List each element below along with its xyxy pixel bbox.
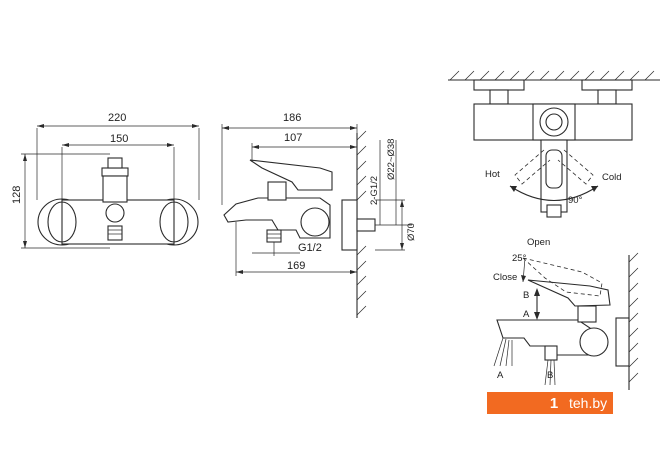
label-b-lower: B [547, 370, 553, 381]
front-view: 220 150 128 [11, 112, 200, 249]
label-cold: Cold [602, 172, 622, 183]
dim-front-width-centers: 150 [110, 133, 128, 145]
top-view: Hot Cold 90° [448, 70, 660, 218]
brand-logo: 1 teh.by [487, 392, 637, 414]
dim-side-pipe-diameter: Ø22~Ø38 [386, 139, 397, 180]
label-open: Open [527, 237, 550, 248]
side-view: 186 107 [221, 112, 417, 318]
label-b-upper: B [523, 290, 529, 301]
dim-side-inlet-thread: 2-G1/2 [369, 176, 380, 205]
label-a-lower: A [497, 370, 504, 381]
operation-view: Open 25° Close B A A B [493, 237, 639, 390]
label-top-angle: 90° [568, 195, 583, 206]
label-hot: Hot [485, 169, 500, 180]
label-a-spout: A [523, 309, 530, 320]
brand-mark-icon: 1 [541, 392, 567, 414]
label-angle: 25° [512, 253, 527, 264]
label-close: Close [493, 272, 517, 283]
dim-front-height: 128 [11, 186, 23, 204]
brand-domain: teh.by [567, 392, 614, 414]
dim-side-flange-diameter: Ø70 [406, 223, 417, 241]
dim-side-depth-lever: 107 [284, 132, 302, 144]
dim-side-outlet-thread: G1/2 [298, 242, 322, 254]
brand-bar [487, 392, 541, 414]
dim-side-depth-overall: 186 [283, 112, 301, 124]
dim-side-depth-spout: 169 [287, 260, 305, 272]
dim-front-width-overall: 220 [108, 112, 126, 124]
